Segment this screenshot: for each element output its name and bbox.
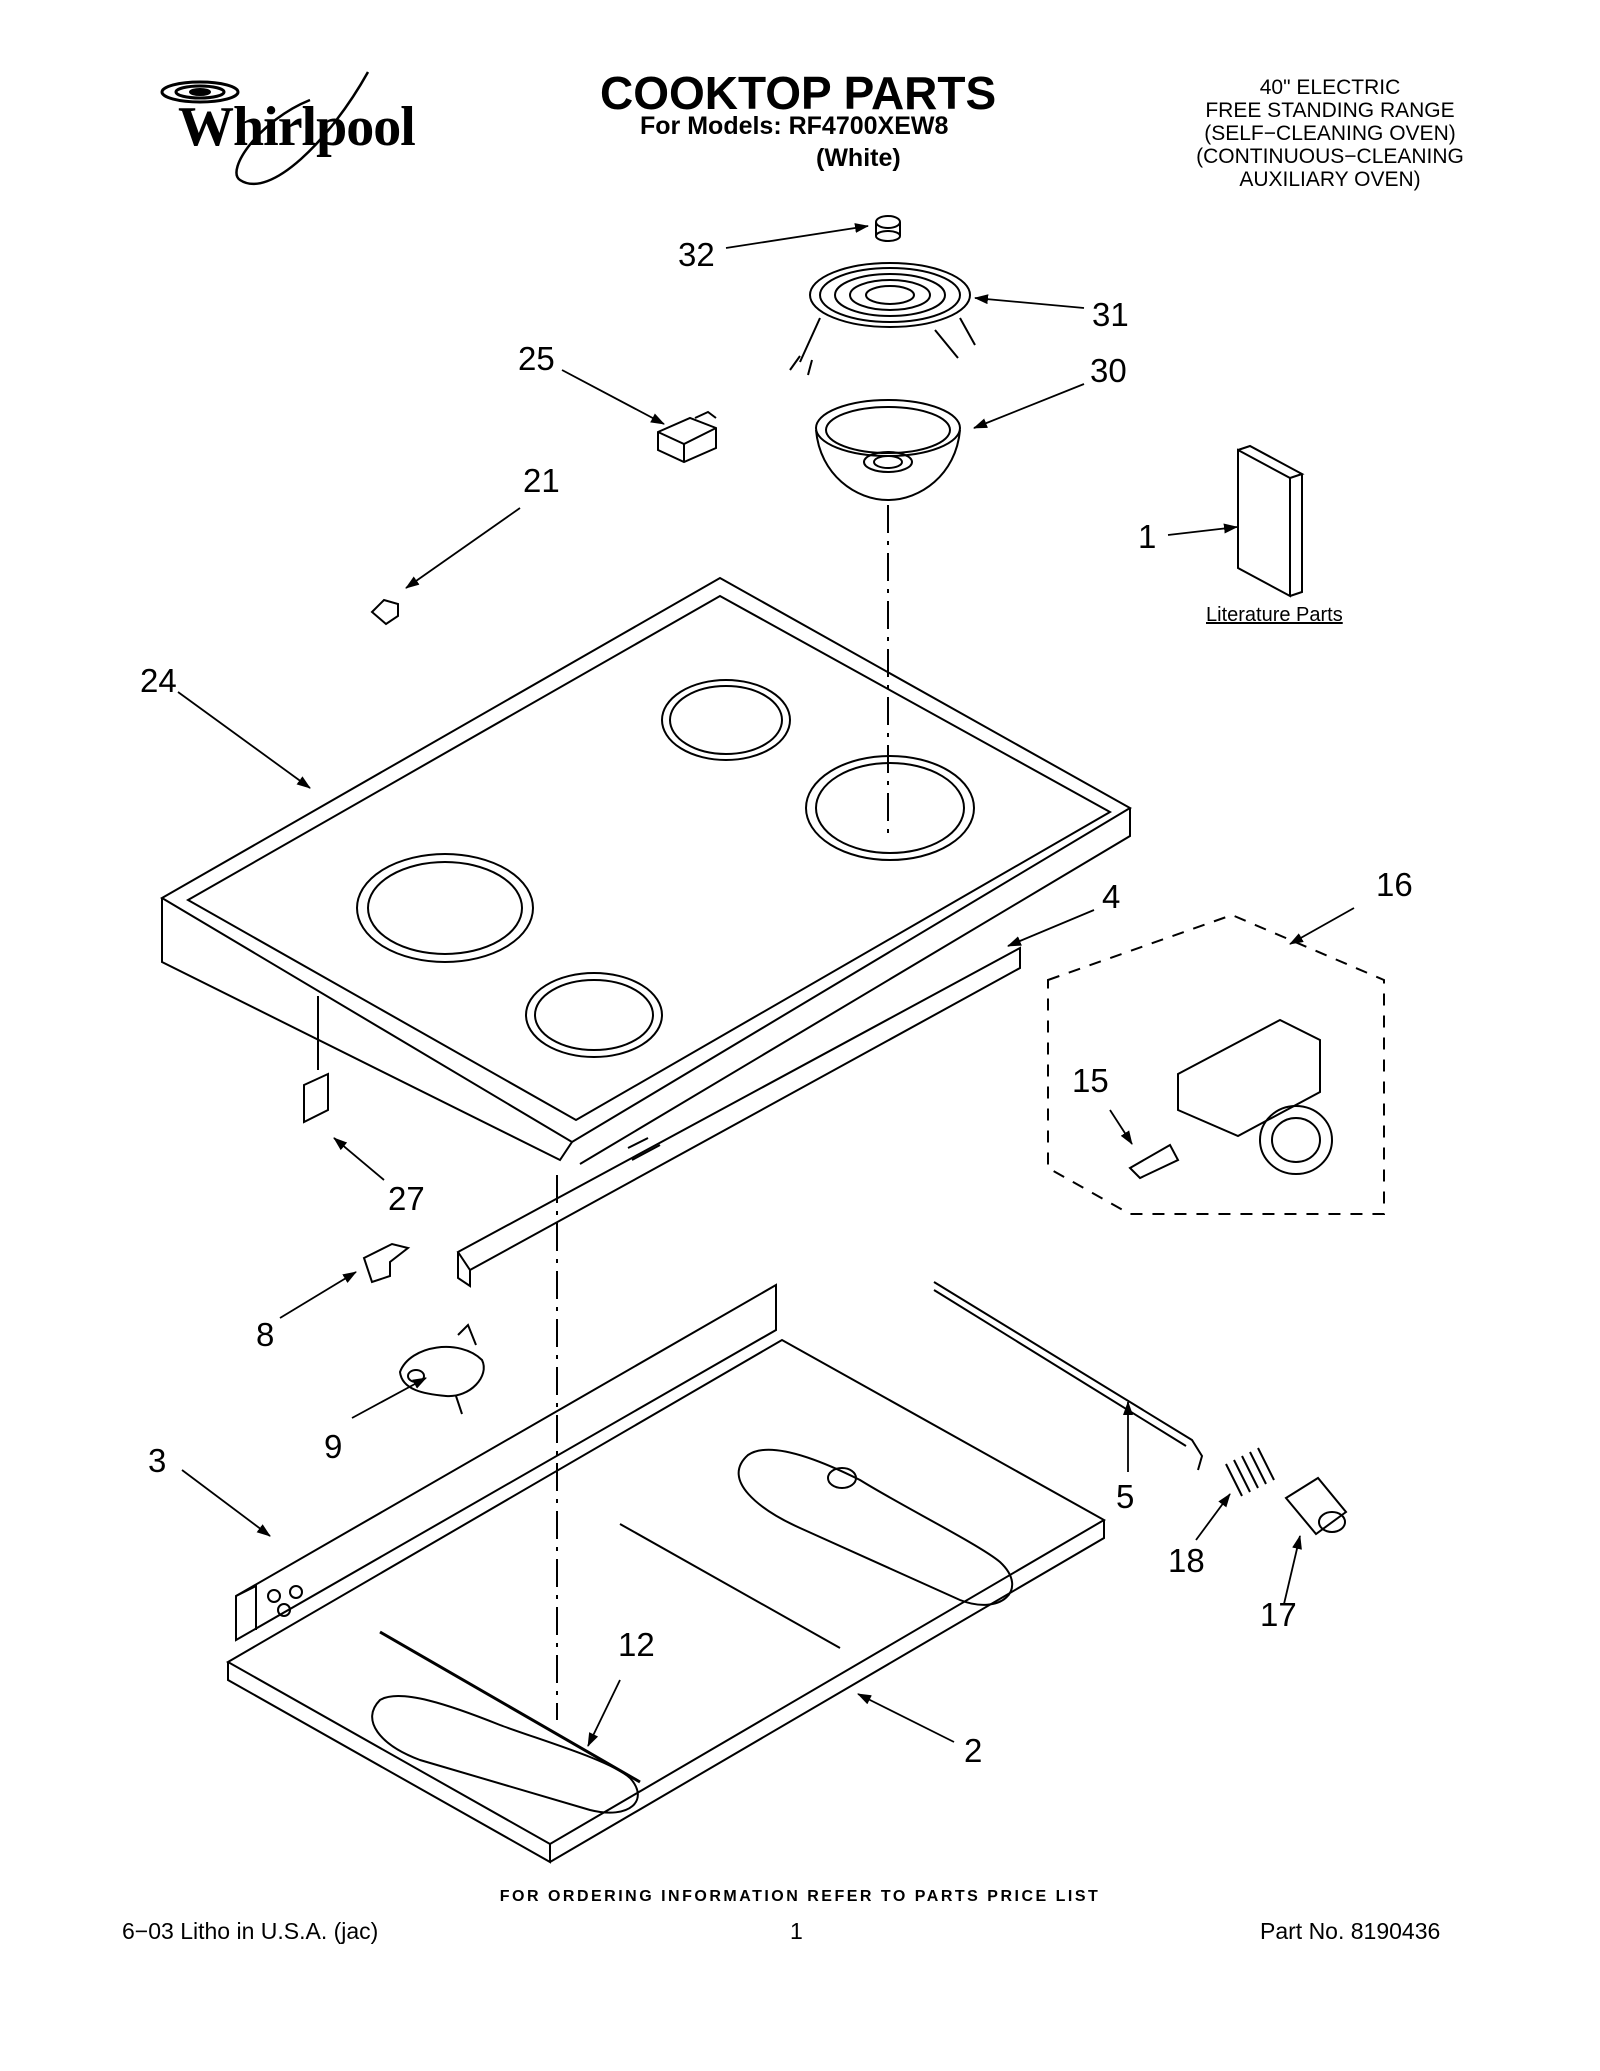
element-cap-drawing	[875, 215, 901, 242]
product-description: 40" ELECTRIC FREE STANDING RANGE (SELF−C…	[1150, 76, 1510, 191]
literature-booklet-drawing	[1237, 444, 1305, 598]
callout-25: 25	[518, 340, 555, 377]
part-number: Part No. 8190436	[1260, 1918, 1441, 1944]
surface-element-drawing	[789, 262, 976, 376]
callout-3: 3	[148, 1442, 167, 1479]
callout-2: 2	[964, 1732, 983, 1769]
clip-drawing	[370, 598, 399, 626]
callout-32: 32	[678, 236, 715, 273]
bracket-drawing	[303, 996, 329, 1124]
switch-drawing	[398, 1323, 485, 1415]
callout-24: 24	[140, 662, 177, 699]
callout-27: 27	[388, 1180, 425, 1217]
callout-4: 4	[1102, 878, 1121, 915]
leader-arrows	[177, 223, 1355, 1747]
drip-bowl-drawing	[815, 399, 961, 502]
callout-12: 12	[618, 1626, 655, 1663]
callout-15: 15	[1072, 1062, 1109, 1099]
sleeve-drawing	[1284, 1476, 1348, 1536]
description-line: (SELF−CLEANING OVEN)	[1204, 122, 1456, 145]
callout-21: 21	[523, 462, 560, 499]
brand-logo-text: Whirlpool	[178, 96, 416, 158]
callout-8: 8	[256, 1316, 275, 1353]
description-line: AUXILIARY OVEN)	[1239, 168, 1421, 191]
whirlpool-logo-swirl-icon	[160, 71, 370, 186]
description-line: FREE STANDING RANGE	[1205, 99, 1455, 122]
litho-note: 6−03 Litho in U.S.A. (jac)	[122, 1918, 379, 1944]
description-line: 40" ELECTRIC	[1259, 76, 1401, 99]
literature-parts-label: Literature Parts	[1206, 604, 1343, 626]
callout-5: 5	[1116, 1478, 1135, 1515]
callout-16: 16	[1376, 866, 1413, 903]
callout-30: 30	[1090, 352, 1127, 389]
terminal-block-drawing	[657, 410, 717, 464]
rear-panel-drawing	[235, 1283, 777, 1642]
front-rail-drawing	[456, 946, 1021, 1288]
callout-31: 31	[1092, 296, 1129, 333]
callout-17: 17	[1260, 1596, 1297, 1633]
page-number: 1	[790, 1918, 803, 1944]
callout-9: 9	[324, 1428, 343, 1465]
timer-assembly-drawing	[1047, 913, 1385, 1215]
description-line: (CONTINUOUS−CLEANING	[1196, 145, 1464, 168]
heating-wire-drawing	[379, 1630, 641, 1784]
ordering-note: FOR ORDERING INFORMATION REFER TO PARTS …	[499, 1888, 1101, 1905]
rod-drawing	[933, 1281, 1204, 1471]
alignment-line	[556, 505, 889, 1720]
bracket-8-drawing	[362, 1242, 411, 1284]
callout-1: 1	[1138, 518, 1157, 555]
spring-drawing	[1225, 1447, 1275, 1497]
page-title: COOKTOP PARTS	[600, 67, 997, 119]
base-panel-drawing	[225, 1338, 1107, 1864]
callout-18: 18	[1168, 1542, 1205, 1579]
cooktop-drawing	[160, 576, 1132, 1165]
models-line: For Models: RF4700XEW8	[640, 112, 949, 140]
color-line: (White)	[816, 144, 901, 172]
